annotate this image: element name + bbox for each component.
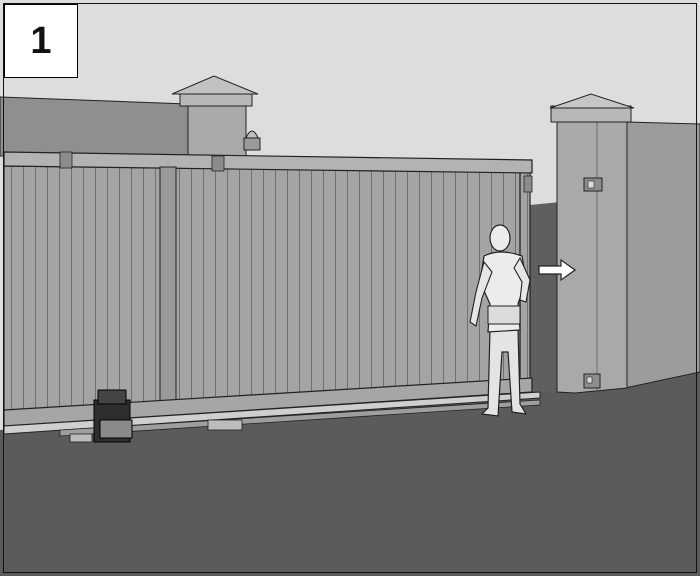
back-wall xyxy=(0,97,188,156)
step-number-badge: 1 xyxy=(4,4,78,78)
right-pillar xyxy=(550,94,634,393)
sliding-gate xyxy=(4,152,532,426)
ground-plate xyxy=(208,420,242,430)
side-wall xyxy=(625,122,700,388)
step-number: 1 xyxy=(30,20,51,63)
driveway-opening xyxy=(530,202,560,392)
